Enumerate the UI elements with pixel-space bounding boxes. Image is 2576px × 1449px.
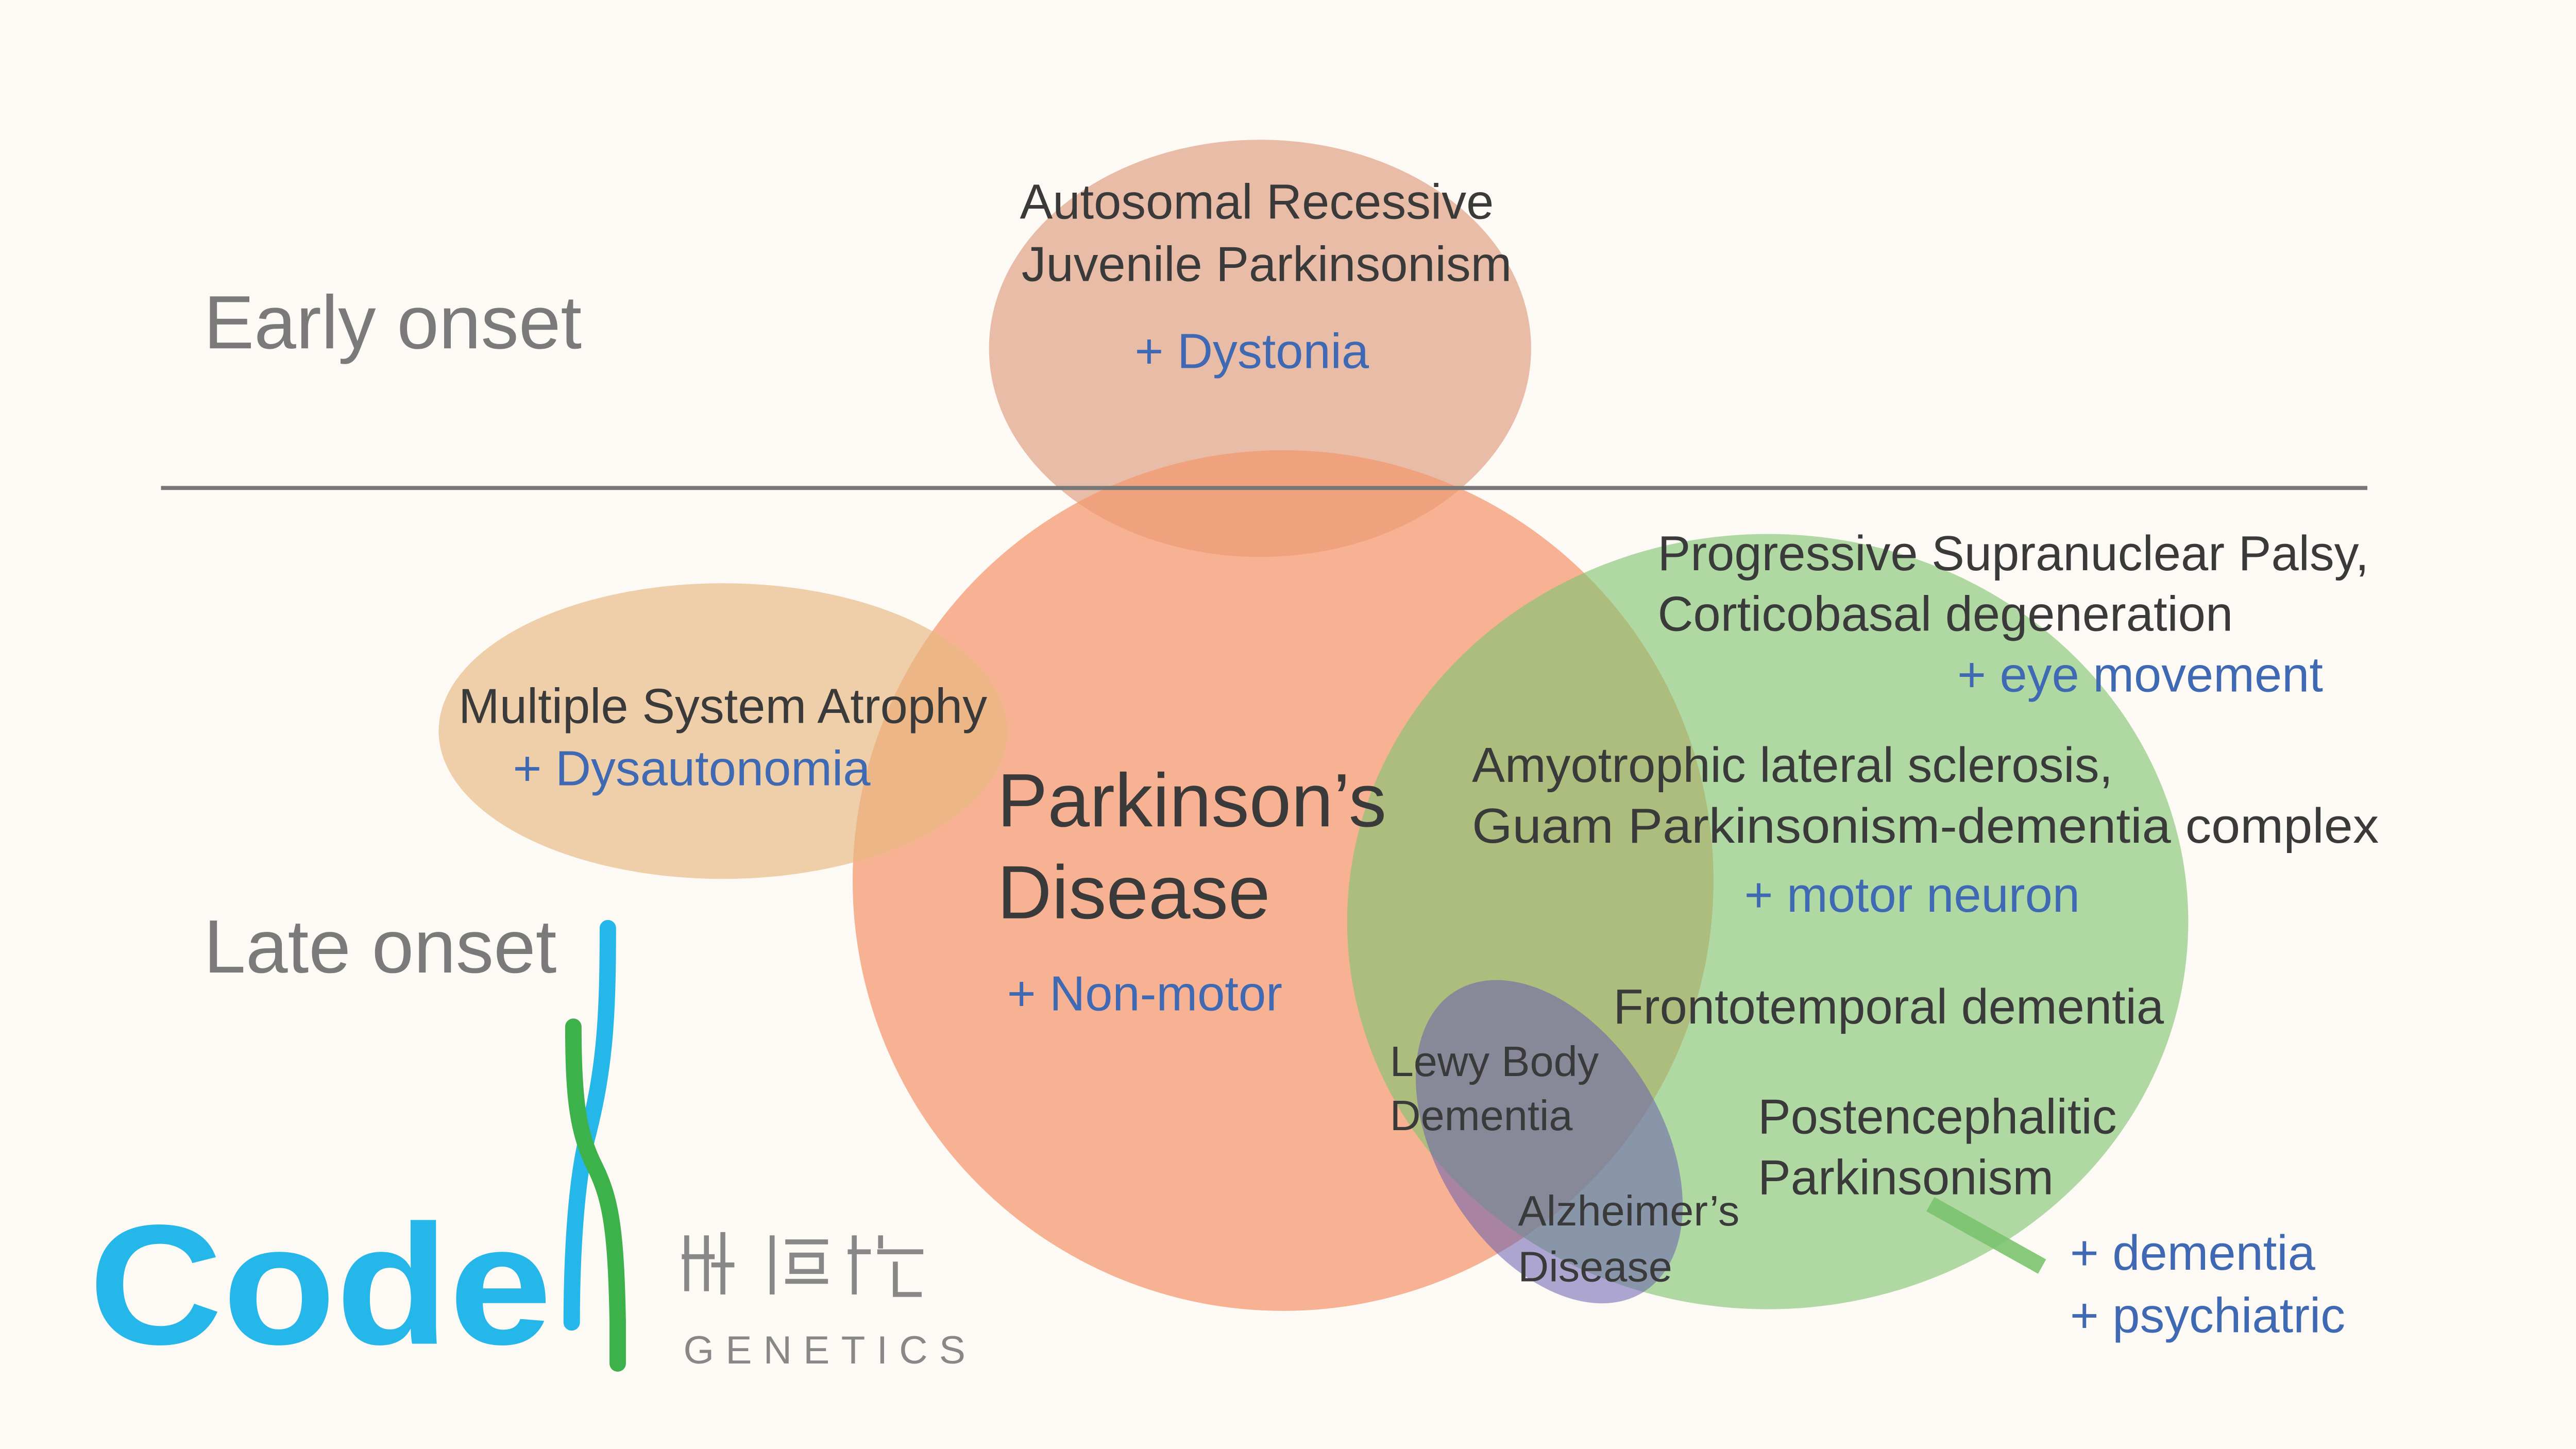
als-label-2: Guam Parkinsonism-dementia complex [1472, 798, 2379, 854]
dementia-ellipse [1415, 980, 1683, 1304]
logo-x-green-strand-main [565, 1018, 626, 1372]
arjp-feature: + Dystonia [1135, 324, 1369, 379]
psp-feature: + eye movement [1957, 647, 2323, 703]
early-onset-label: Early onset [204, 280, 582, 365]
codex-genetics-logo: Code GENETICS [89, 919, 977, 1380]
pd-label-1: Parkinson’s [997, 758, 1386, 843]
arjp-label-1: Autosomal Recessive [1020, 174, 1494, 229]
late-onset-label: Late onset [204, 905, 556, 989]
lbd-label-1: Lewy Body [1390, 1037, 1599, 1085]
psp-label-1: Progressive Supranuclear Palsy, [1657, 526, 2369, 581]
dementia-feature: + dementia [2070, 1225, 2316, 1281]
pep-label-2: Parkinsonism [1758, 1150, 2054, 1205]
ad-label-1: Alzheimer’s [1518, 1187, 1739, 1235]
arjp-ellipse [989, 140, 1531, 557]
logo-code-text: Code [89, 1190, 552, 1380]
arjp-label-2: Juvenile Parkinsonism [1022, 237, 1512, 292]
pd-feature: + Non-motor [1007, 966, 1282, 1021]
msa-label: Multiple System Atrophy [459, 678, 987, 734]
psp-label-2: Corticobasal degeneration [1657, 587, 2233, 642]
psychiatric-feature: + psychiatric [2070, 1288, 2345, 1343]
ftd-label: Frontotemporal dementia [1613, 979, 2164, 1034]
msa-feature: + Dysautonomia [513, 741, 871, 796]
logo-chinese-mark [682, 1232, 924, 1297]
als-feature: + motor neuron [1744, 867, 2080, 923]
logo-genetics-text: GENETICS [684, 1328, 977, 1372]
lbd-label-2: Dementia [1390, 1092, 1573, 1139]
ad-label-2: Disease [1518, 1242, 1672, 1290]
pointer-line [1926, 1197, 2046, 1274]
pep-label-1: Postencephalitic [1758, 1089, 2117, 1145]
als-label-1: Amyotrophic lateral sclerosis, [1472, 738, 2113, 793]
pd-label-2: Disease [997, 850, 1270, 935]
msa-ellipse [438, 583, 1007, 879]
